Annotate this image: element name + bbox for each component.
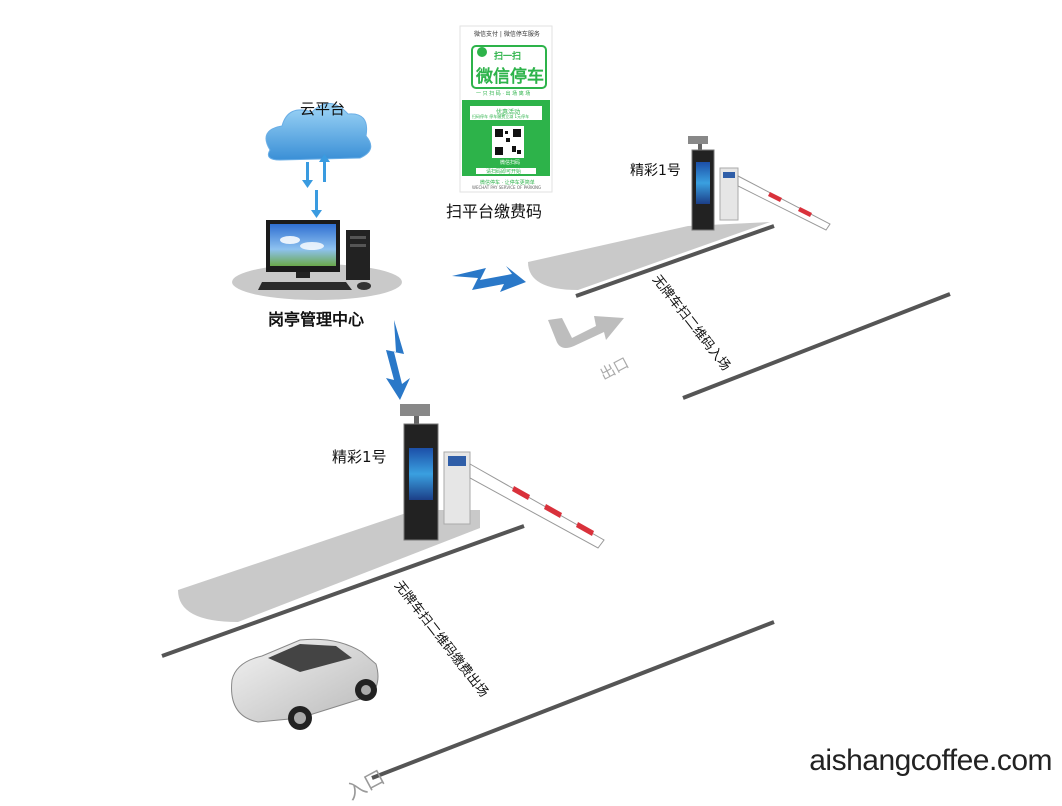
- poster-footer-en: WECHAT PAY SERVICE OF PARKING: [472, 185, 542, 190]
- terminal-top-label: 精彩1号: [630, 163, 681, 179]
- site-watermark: aishangcoffee.com: [809, 744, 1052, 777]
- poster-promo-line: 扫码停车 停车缴费立减 1元停车: [472, 114, 530, 119]
- poster-slogan-top: 扫一扫: [494, 52, 522, 62]
- lane-line-top-lower: [682, 292, 951, 400]
- signal-arrow-down-icon: [386, 320, 410, 400]
- poster-footer-cn: 微信停车 · 让停车更简单: [480, 180, 535, 186]
- poster-promo-title: 优惠活动: [496, 109, 521, 116]
- cloud-platform-label: 云平台: [300, 100, 346, 118]
- terminal-bottom-label: 精彩1号: [332, 448, 387, 466]
- poster-slogan-main: 微信停车: [476, 67, 544, 87]
- computer-icon: [258, 220, 371, 290]
- poster-button: 请扫码即可开始: [486, 169, 522, 175]
- poster-header: 微信支付 | 微信停车服务: [474, 31, 540, 38]
- parking-terminal-bottom: [400, 404, 605, 549]
- wechat-poster: [459, 25, 553, 193]
- exit-arrow-icon: [548, 316, 624, 348]
- parking-terminal-top: [688, 136, 831, 231]
- parking-system-diagram: 微信支付 | 微信停车服务 扫一扫 微信停车 一 只 扫 码 · 出 场 离 场…: [161, 25, 1052, 805]
- lane-line-bottom-lower: [371, 620, 775, 780]
- poster-tagline: 一 只 扫 码 · 出 场 离 场: [476, 91, 531, 97]
- lane-line-top-upper: [575, 224, 775, 298]
- poster-scan-hint: 微信扫码: [500, 160, 521, 166]
- booth-center-label: 岗亭管理中心: [268, 310, 365, 329]
- cloud-link-arrows-icon: [302, 154, 330, 218]
- lane-pad-top: [528, 222, 770, 290]
- car-icon: [231, 638, 379, 730]
- signal-arrow-right-icon: [452, 266, 526, 292]
- cloud-icon: [265, 103, 372, 161]
- lane-line-bottom-upper: [161, 524, 525, 658]
- scan-pay-label: 扫平台缴费码: [446, 202, 543, 221]
